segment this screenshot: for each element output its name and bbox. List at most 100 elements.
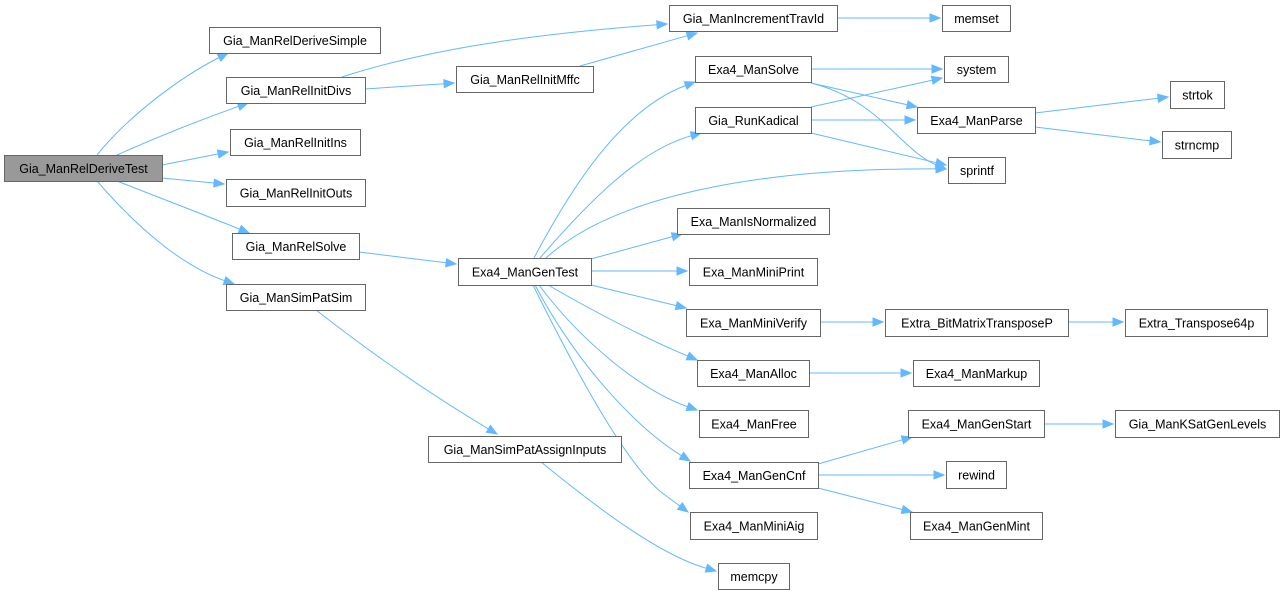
node-strtok[interactable]: strtok <box>1170 81 1225 109</box>
node-exa-man-mini-print[interactable]: Exa_ManMiniPrint <box>689 258 818 286</box>
node-box <box>690 512 818 540</box>
node-exa4-man-gen-mint[interactable]: Exa4_ManGenMint <box>910 512 1043 540</box>
arrowhead-icon <box>676 501 690 513</box>
edge-line <box>533 85 686 259</box>
node-gia-run-kadical[interactable]: Gia_RunKadical <box>695 107 812 134</box>
node-exa4-man-gen-start[interactable]: Exa4_ManGenStart <box>908 410 1045 438</box>
node-sprintf[interactable]: sprintf <box>948 157 1006 184</box>
edge-exa4-man-parse-to-strncmp <box>1034 126 1162 146</box>
nodes-layer: Gia_ManRelDeriveTest Gia_ManRelDeriveSimp… <box>4 5 1280 590</box>
edge-gia-man-rel-init-divs-to-gia-man-rel-init-mffc <box>364 78 456 90</box>
node-exa4-man-gen-test[interactable]: Exa4_ManGenTest <box>458 258 592 286</box>
node-box <box>230 129 361 156</box>
edge-gia-man-rel-init-mffc-to-gia-man-increment-trav-id <box>579 31 699 67</box>
node-label: Gia_ManRelDeriveSimple <box>223 34 367 48</box>
node-label: strncmp <box>1175 139 1220 153</box>
node-exa4-man-gen-cnf[interactable]: Exa4_ManGenCnf <box>689 462 819 489</box>
edge-line <box>315 309 489 430</box>
arrowhead-icon <box>237 224 251 234</box>
node-extra-bit-matrix-transpose-p[interactable]: Extra_BitMatrixTransposeP <box>885 309 1069 337</box>
arrowhead-icon <box>213 178 226 188</box>
node-rewind[interactable]: rewind <box>946 461 1007 489</box>
edge-gia-man-rel-derive-test-to-gia-man-sim-pat-sim <box>96 180 236 286</box>
node-gia-man-rel-init-ins[interactable]: Gia_ManRelInitIns <box>230 129 361 156</box>
node-memset[interactable]: memset <box>942 5 1011 32</box>
node-system[interactable]: system <box>944 56 1009 83</box>
node-gia-man-ksat-gen-levels[interactable]: Gia_ManKSatGenLevels <box>1115 410 1280 438</box>
node-exa4-man-mini-aig[interactable]: Exa4_ManMiniAig <box>690 512 818 540</box>
node-gia-man-increment-trav-id[interactable]: Gia_ManIncrementTravId <box>669 5 838 32</box>
edge-exa4-man-gen-cnf-to-exa4-man-gen-start <box>817 435 914 465</box>
node-box <box>456 66 594 93</box>
edge-gia-man-increment-trav-id-to-memset <box>837 13 942 23</box>
node-gia-man-rel-init-divs[interactable]: Gia_ManRelInitDivs <box>226 77 366 104</box>
node-label: Exa4_ManGenTest <box>472 266 579 280</box>
node-label: Gia_ManRelInitOuts <box>240 187 353 201</box>
node-label: Exa4_ManParse <box>930 114 1022 128</box>
node-box <box>669 5 838 32</box>
arrowhead-icon <box>222 276 236 286</box>
edge-line <box>579 35 688 67</box>
node-gia-man-sim-pat-assign-inputs[interactable]: Gia_ManSimPatAssignInputs <box>428 436 622 463</box>
edge-line <box>590 236 673 260</box>
edge-line <box>817 439 903 465</box>
root-node-gia-man-rel-derive-test: Gia_ManRelDeriveTest <box>4 155 163 182</box>
arrowhead-icon <box>872 317 885 327</box>
node-box <box>686 309 821 337</box>
edge-line <box>161 153 219 166</box>
node-label: Exa4_ManMarkup <box>926 367 1027 381</box>
node-label: sprintf <box>960 164 995 178</box>
node-box <box>1115 410 1280 438</box>
edge-line <box>532 284 681 507</box>
node-label: memset <box>954 12 999 26</box>
node-exa4-man-markup[interactable]: Exa4_ManMarkup <box>913 360 1040 387</box>
arrowhead-icon <box>900 504 914 514</box>
arrowhead-icon <box>485 424 499 435</box>
node-gia-man-sim-pat-sim[interactable]: Gia_ManSimPatSim <box>226 284 366 311</box>
arrowhead-icon <box>931 64 944 74</box>
node-box <box>1125 309 1268 337</box>
node-box <box>695 107 812 134</box>
edge-line <box>358 251 447 264</box>
edge-line <box>341 24 658 78</box>
edge-gia-man-sim-pat-sim-to-gia-man-sim-pat-assign-inputs <box>315 309 499 435</box>
edge-gia-man-sim-pat-assign-inputs-to-memcpy <box>540 461 718 573</box>
arrowhead-icon <box>656 20 669 30</box>
arrowhead-icon <box>900 368 913 378</box>
arrowhead-icon <box>934 157 948 168</box>
node-box <box>226 77 366 104</box>
node-gia-man-rel-solve[interactable]: Gia_ManRelSolve <box>232 233 360 260</box>
node-strncmp[interactable]: strncmp <box>1162 131 1232 159</box>
edge-line <box>590 284 677 307</box>
edge-line <box>810 82 908 106</box>
node-label: memcpy <box>730 570 778 584</box>
node-memcpy[interactable]: memcpy <box>718 563 790 590</box>
node-exa4-man-parse[interactable]: Exa4_ManParse <box>917 107 1036 134</box>
node-label: Exa4_ManAlloc <box>710 367 797 381</box>
node-box <box>226 179 366 207</box>
node-exa-man-mini-verify[interactable]: Exa_ManMiniVerify <box>686 309 821 337</box>
node-box <box>946 461 1007 489</box>
edge-exa4-man-gen-test-to-exa4-man-free <box>538 284 699 412</box>
node-gia-man-rel-init-mffc[interactable]: Gia_ManRelInitMffc <box>456 66 594 93</box>
node-label: Gia_ManSimPatSim <box>240 291 353 305</box>
node-gia-man-rel-derive-simple[interactable]: Gia_ManRelDeriveSimple <box>209 27 381 54</box>
node-exa4-man-solve[interactable]: Exa4_ManSolve <box>695 56 812 83</box>
node-box <box>226 284 366 311</box>
node-box <box>232 233 360 260</box>
edge-exa4-man-gen-test-to-exa4-man-gen-cnf <box>534 284 692 462</box>
node-box <box>908 410 1045 438</box>
edge-exa4-man-gen-test-to-exa4-man-mini-aig <box>532 284 690 513</box>
node-box <box>942 5 1011 32</box>
node-label: strtok <box>1182 89 1213 103</box>
edge-line <box>116 180 240 230</box>
node-gia-man-rel-init-outs[interactable]: Gia_ManRelInitOuts <box>226 179 366 207</box>
node-box <box>697 360 810 387</box>
node-extra-transpose64p[interactable]: Extra_Transpose64p <box>1125 309 1268 337</box>
node-box <box>428 436 622 463</box>
node-exa-man-is-normalized[interactable]: Exa_ManIsNormalized <box>677 208 830 235</box>
node-exa4-man-alloc[interactable]: Exa4_ManAlloc <box>697 360 810 387</box>
node-exa4-man-free[interactable]: Exa4_ManFree <box>699 410 809 438</box>
arrowhead-icon <box>905 100 919 110</box>
node-label: Exa4_ManMiniAig <box>704 520 805 534</box>
